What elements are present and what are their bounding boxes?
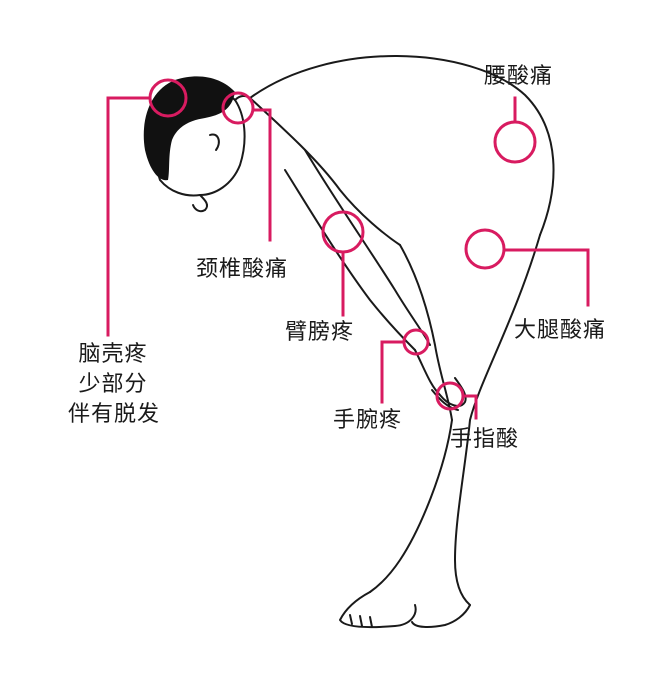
toe-lines: [349, 614, 373, 628]
thigh-label: 大腿酸痛: [514, 318, 607, 343]
wrist-marker-circle: [402, 328, 430, 356]
thigh-marker-circle: [464, 228, 506, 270]
scalp-label-line-2: 少部分: [78, 372, 148, 397]
arm-label: 臂膀疼: [285, 320, 355, 345]
front-arm-outline: [284, 169, 416, 351]
lower-back-marker-circle: [493, 120, 537, 164]
ear-outline: [209, 133, 220, 151]
scalp-marker-circle: [148, 78, 188, 118]
rear-foot-outline: [411, 604, 471, 628]
finger-leader-line: [462, 394, 478, 420]
hand-outline: [414, 349, 467, 407]
neck-marker-circle: [221, 91, 255, 125]
wrist-leader-line: [380, 340, 405, 404]
face-outline: [192, 194, 209, 213]
scalp-label: 脑壳疼 少部分 伴有脱发: [68, 340, 161, 430]
thigh-leader-line: [503, 248, 590, 307]
front-foot-outline: [339, 591, 417, 629]
rear-leg-outline: [454, 234, 541, 606]
arm-marker-circle: [321, 210, 365, 254]
shin-outline: [369, 419, 453, 593]
scalp-label-line-3: 伴有脱发: [68, 402, 161, 427]
scalp-leader-line: [106, 96, 150, 337]
hair: [143, 76, 235, 181]
lower-back-label: 腰酸痛: [484, 64, 554, 89]
front-thigh-outline: [399, 244, 453, 421]
torso-front-outline: [249, 97, 401, 246]
finger-marker-circle: [435, 381, 465, 411]
back-arm-outline: [304, 149, 431, 346]
back-outline: [249, 55, 555, 236]
wrist-label: 手腕疼: [333, 408, 403, 433]
neck-leader-line: [253, 108, 272, 242]
scalp-label-line-1: 脑壳疼: [78, 342, 148, 367]
neck-label: 颈椎酸痛: [196, 257, 289, 282]
finger-label: 手指酸: [450, 427, 520, 452]
